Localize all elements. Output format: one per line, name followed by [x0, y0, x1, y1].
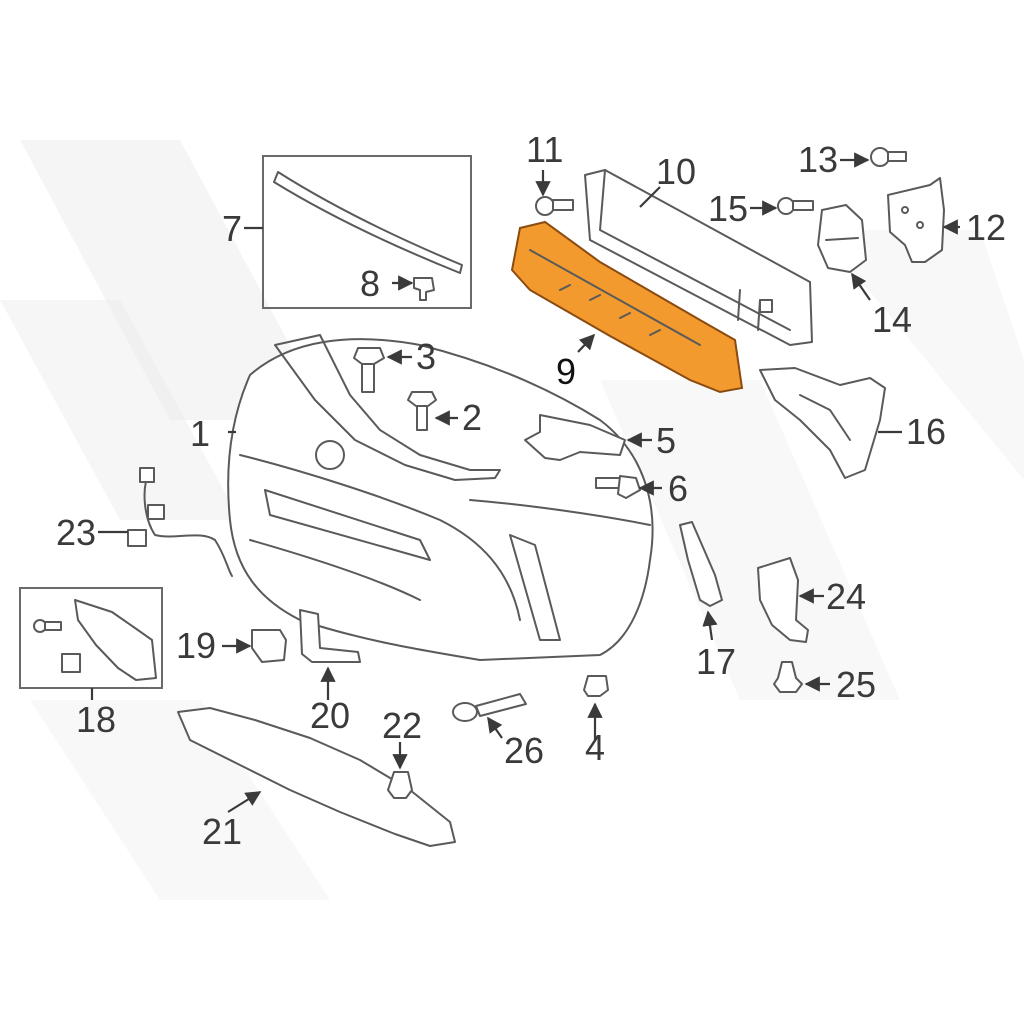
label-part-21: 21: [202, 811, 242, 852]
label-part-17: 17: [696, 641, 736, 682]
label-part-16: 16: [906, 411, 946, 452]
trim-group-box: [262, 155, 472, 309]
label-part-10: 10: [656, 151, 696, 192]
part-11-bolt: [535, 196, 574, 216]
part-26-tow-eye: [452, 693, 527, 722]
label-part-24: 24: [826, 576, 866, 617]
part-labels: 1 2 3 4 5 6 7 8 9 10 11 12 13 14 15 16 1…: [56, 129, 1006, 852]
label-part-13: 13: [798, 139, 838, 180]
part-25-clip: [773, 661, 803, 693]
part-3-bolt: [353, 347, 385, 393]
label-part-1: 1: [190, 413, 210, 454]
part-6-bolt: [595, 475, 641, 499]
label-part-25: 25: [836, 664, 876, 705]
part-23-wire-harness: [127, 467, 233, 577]
part-15-bolt: [777, 197, 814, 215]
part-8-clip: [413, 277, 435, 301]
part-19-sensor: [251, 629, 287, 663]
label-part-22: 22: [382, 705, 422, 746]
label-part-3: 3: [416, 336, 436, 377]
label-part-26: 26: [504, 730, 544, 771]
label-part-8: 8: [360, 263, 380, 304]
label-part-4: 4: [585, 727, 605, 768]
label-part-18: 18: [76, 699, 116, 740]
part-24-bracket: [757, 557, 809, 643]
part-21-under-cover: [177, 707, 456, 847]
part-2-bolt: [407, 391, 437, 431]
part-13-bolt: [870, 147, 907, 167]
part-16-side-bracket: [759, 367, 886, 479]
label-part-7: 7: [222, 208, 242, 249]
label-part-12: 12: [966, 207, 1006, 248]
part-14-bracket: [817, 204, 867, 273]
label-part-6: 6: [668, 468, 688, 509]
label-part-2: 2: [462, 397, 482, 438]
part-4-clip: [583, 675, 609, 697]
part-5-bracket: [524, 414, 626, 461]
license-bracket-box: [19, 587, 163, 689]
leader-lines: [90, 152, 960, 813]
label-part-11: 11: [526, 129, 563, 170]
label-part-23: 23: [56, 512, 96, 553]
watermark-background: [0, 140, 1024, 900]
part-20-bracket: [299, 609, 361, 663]
part-9-energy-absorber-highlighted: [510, 220, 744, 394]
label-part-20: 20: [310, 695, 350, 736]
part-10-bumper-reinforcement: [584, 169, 813, 346]
part-12-bracket: [887, 177, 945, 263]
label-part-14: 14: [872, 299, 912, 340]
label-part-9: 9: [556, 351, 576, 392]
part-1-bumper-cover: [227, 334, 654, 661]
label-part-15: 15: [708, 188, 748, 229]
part-17-trim: [679, 521, 723, 607]
part-7-grille-molding: [273, 171, 463, 274]
part-22-clip: [387, 771, 413, 799]
label-part-19: 19: [176, 625, 216, 666]
label-part-5: 5: [656, 420, 676, 461]
